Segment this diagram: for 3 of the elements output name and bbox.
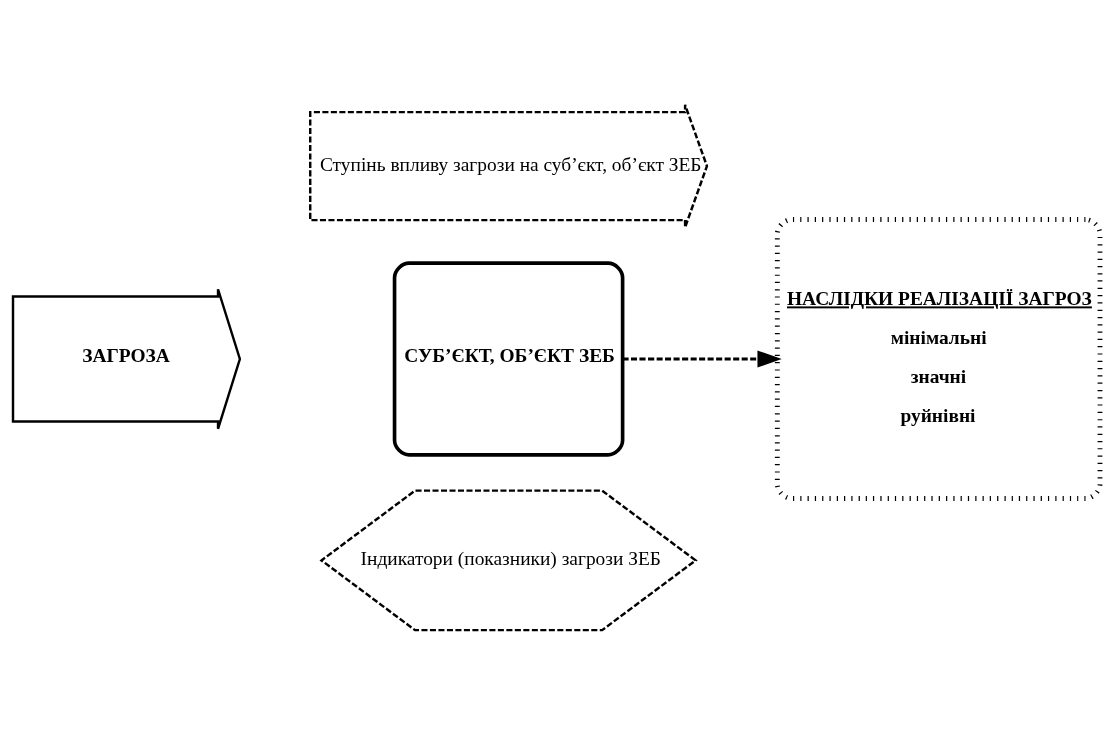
arrow	[622, 350, 782, 367]
node-box: СУБ’ЄКТ, ОБ’ЄКТ ЗЕБ	[392, 260, 625, 457]
node-box: НАСЛІДКИ РЕАЛІЗАЦІЇ ЗАГРОЗ мінімальні значні руйнівні	[774, 216, 1103, 501]
